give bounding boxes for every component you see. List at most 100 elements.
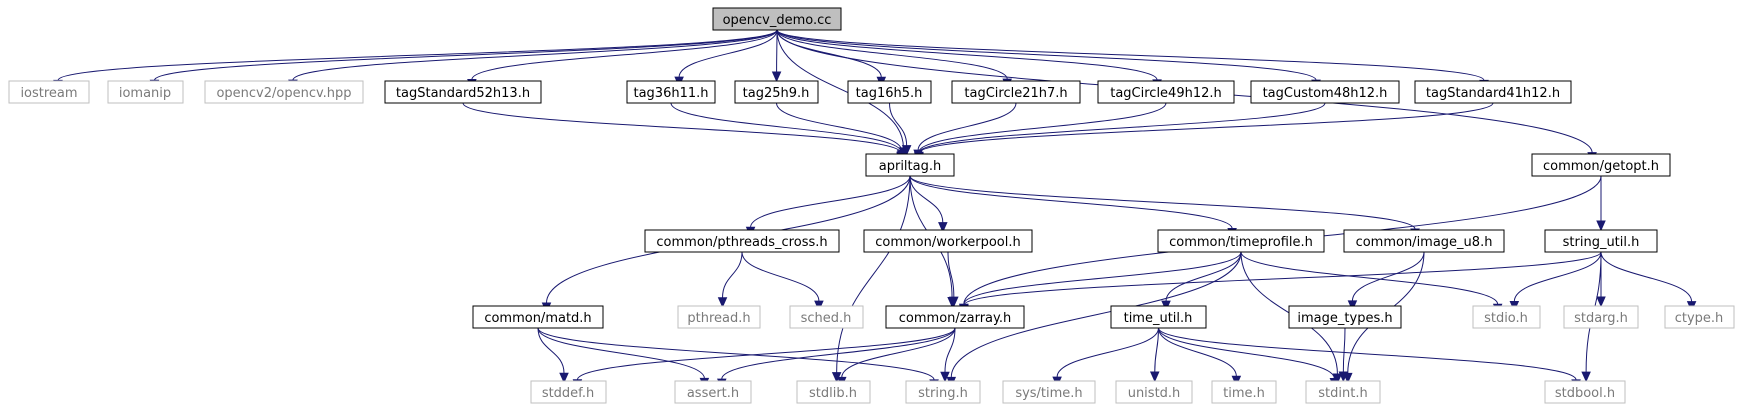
- node-stdint-h: stdint.h: [1305, 380, 1381, 404]
- edge-opencv_demo-to-iostream: [53, 29, 778, 91]
- node-label: sched.h: [801, 311, 852, 326]
- node-sys-time-h: sys/time.h: [1002, 380, 1096, 404]
- node-tag36h11[interactable]: tag36h11.h: [626, 80, 716, 104]
- node-label: apriltag.h: [879, 159, 941, 174]
- edge-pthreads_cross-to-pthread: [717, 251, 743, 308]
- node-stddef-h: stddef.h: [530, 380, 607, 404]
- node-label: tag36h11.h: [633, 86, 708, 101]
- node-label: pthread.h: [687, 311, 750, 326]
- edge-matd-to-string: [537, 327, 939, 391]
- node-label: stdint.h: [1318, 386, 1367, 401]
- node-common-getopt[interactable]: common/getopt.h: [1531, 153, 1671, 177]
- edge-time_util-to-unistd: [1149, 327, 1160, 383]
- node-stdlib-h: stdlib.h: [796, 380, 871, 404]
- edge-apriltag-to-timeprofile: [909, 175, 1237, 239]
- edge-image_u8-to-image_types: [1347, 251, 1425, 312]
- node-label: common/workerpool.h: [875, 235, 1020, 250]
- node-label: sys/time.h: [1015, 386, 1082, 401]
- node-label: tagCircle21h7.h: [964, 86, 1067, 101]
- node-stdbool-h: stdbool.h: [1544, 380, 1626, 404]
- node-label: string.h: [918, 386, 968, 401]
- edge-tagCircle21h7-to-apriltag: [913, 102, 1017, 161]
- node-tag-standard-41h12[interactable]: tagStandard41h12.h: [1414, 80, 1572, 104]
- node-label: iostream: [20, 86, 77, 101]
- node-pthread-h: pthread.h: [677, 305, 761, 329]
- node-label: tag16h5.h: [856, 86, 923, 101]
- node-label: string_util.h: [1563, 235, 1640, 250]
- edge-time_util-to-sys_time: [1052, 327, 1159, 388]
- node-label: common/zarray.h: [899, 311, 1011, 326]
- edge-image_types-to-stdint: [1338, 327, 1349, 383]
- node-tag-circle-49h12[interactable]: tagCircle49h12.h: [1097, 80, 1235, 104]
- node-iomanip: iomanip: [107, 80, 184, 104]
- edge-time_util-to-time: [1158, 327, 1242, 387]
- node-tag25h9[interactable]: tag25h9.h: [734, 80, 819, 104]
- node-image-types[interactable]: image_types.h: [1288, 305, 1402, 329]
- node-label: common/getopt.h: [1543, 159, 1659, 174]
- node-label: tag25h9.h: [743, 86, 810, 101]
- node-label: tagCustom48h12.h: [1263, 86, 1388, 101]
- node-label: stddef.h: [542, 386, 594, 401]
- node-time-util[interactable]: time_util.h: [1110, 305, 1207, 329]
- edge-opencv_demo-to-tagCircle49h12: [776, 29, 1162, 91]
- node-tag-custom-48h12[interactable]: tagCustom48h12.h: [1250, 80, 1400, 104]
- node-label: image_types.h: [1297, 311, 1392, 326]
- node-label: common/image_u8.h: [1356, 235, 1493, 250]
- node-unistd-h: unistd.h: [1115, 380, 1193, 404]
- node-common-zarray[interactable]: common/zarray.h: [885, 305, 1025, 329]
- edge-apriltag-to-workerpool: [909, 175, 948, 233]
- node-opencv-demo: opencv_demo.cc: [712, 7, 842, 31]
- node-label: stdlib.h: [809, 386, 857, 401]
- edge-workerpool-to-zarray: [947, 251, 959, 308]
- node-label: tagCircle49h12.h: [1110, 86, 1222, 101]
- edge-opencv_demo-to-tag25h9: [771, 29, 782, 83]
- node-label: unistd.h: [1128, 386, 1181, 401]
- node-label: time_util.h: [1124, 311, 1193, 326]
- node-tag-standard-52h13[interactable]: tagStandard52h13.h: [384, 80, 542, 104]
- node-tag-circle-21h7[interactable]: tagCircle21h7.h: [951, 80, 1081, 104]
- edge-tag36h11-to-apriltag: [670, 102, 906, 163]
- node-label: opencv_demo.cc: [723, 13, 832, 28]
- node-label: time.h: [1223, 386, 1265, 401]
- edge-apriltag-to-pthreads_cross: [745, 175, 911, 238]
- edge-string_util-to-stdio: [1509, 251, 1602, 312]
- node-label: assert.h: [687, 386, 739, 401]
- node-common-timeprofile[interactable]: common/timeprofile.h: [1157, 229, 1325, 253]
- node-label: common/pthreads_cross.h: [656, 235, 827, 250]
- node-common-image-u8[interactable]: common/image_u8.h: [1343, 229, 1505, 253]
- edge-apriltag-to-stdlib: [831, 175, 911, 383]
- edge-opencv_demo-to-tagStandard52h13: [467, 29, 778, 90]
- node-ctype-h: ctype.h: [1664, 305, 1735, 329]
- edge-matd-to-stddef: [537, 327, 569, 384]
- edge-opencv_demo-to-iomanip: [149, 29, 778, 91]
- node-common-workerpool[interactable]: common/workerpool.h: [863, 229, 1033, 253]
- node-common-matd[interactable]: common/matd.h: [472, 305, 604, 329]
- node-apriltag[interactable]: apriltag.h: [865, 153, 955, 177]
- edge-zarray-to-string: [940, 327, 956, 383]
- node-label: tagStandard41h12.h: [1426, 86, 1560, 101]
- node-assert-h: assert.h: [674, 380, 752, 404]
- edge-tag25h9-to-apriltag: [776, 102, 907, 162]
- node-label: opencv2/opencv.hpp: [216, 86, 351, 101]
- node-stdio-h: stdio.h: [1472, 305, 1541, 329]
- node-string-util[interactable]: string_util.h: [1544, 229, 1658, 253]
- node-string-h: string.h: [905, 380, 981, 404]
- node-common-pthreads-cross[interactable]: common/pthreads_cross.h: [644, 229, 840, 253]
- node-label: stdio.h: [1484, 311, 1528, 326]
- node-stdarg-h: stdarg.h: [1563, 305, 1639, 329]
- edge-getopt-to-string_util: [1596, 175, 1606, 232]
- node-label: stdbool.h: [1555, 386, 1615, 401]
- node-iostream: iostream: [8, 80, 90, 104]
- node-label: common/timeprofile.h: [1169, 235, 1313, 250]
- edge-tag16h5-to-apriltag: [889, 102, 912, 156]
- edge-string_util-to-ctype: [1600, 251, 1697, 312]
- edge-tagStandard41h12-to-apriltag: [914, 102, 1494, 164]
- edge-zarray-to-stddef: [572, 327, 956, 391]
- node-tag16h5[interactable]: tag16h5.h: [847, 80, 932, 104]
- edge-time_util-to-stdbool: [1158, 327, 1581, 391]
- edge-pthreads_cross-to-sched: [741, 251, 824, 312]
- node-time-h: time.h: [1211, 380, 1277, 404]
- node-label: ctype.h: [1675, 311, 1724, 326]
- edge-time_util-to-stdint: [1158, 327, 1340, 389]
